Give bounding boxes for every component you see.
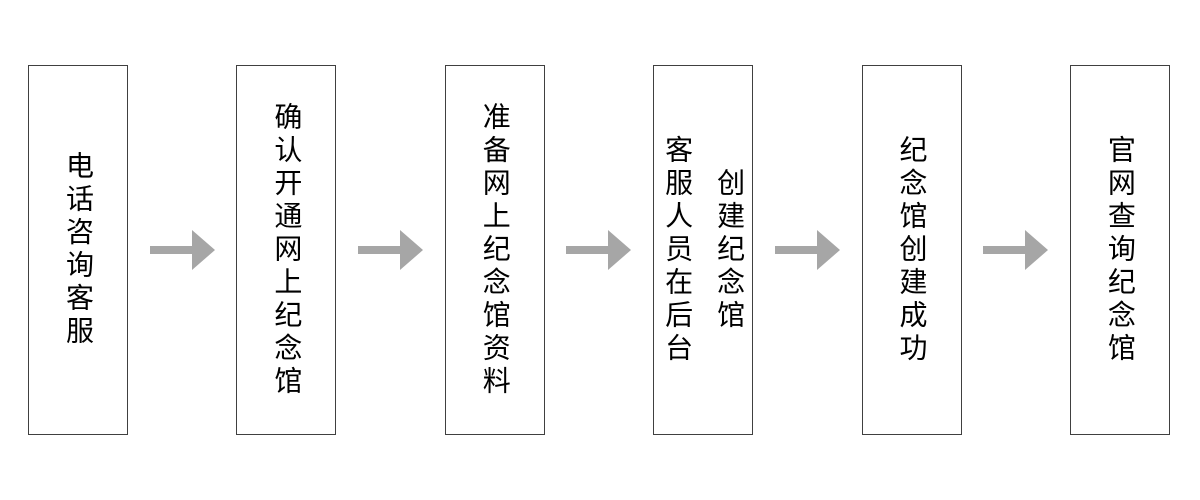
right-arrow-icon xyxy=(566,230,632,270)
node-label: 纪念馆创建成功 xyxy=(895,134,929,366)
flow-step-official-site-query: 官网查询纪念馆 xyxy=(1069,65,1170,435)
node-text-group: 纪念馆创建成功 xyxy=(895,134,929,366)
node-label: 准备网上纪念馆资料 xyxy=(478,101,512,399)
flow-step-prepare-materials: 准备网上纪念馆资料 xyxy=(444,65,545,435)
node-text-group: 客服人员在后台 创建纪念馆 xyxy=(661,134,747,366)
node-text-group: 确认开通网上纪念馆 xyxy=(270,101,304,399)
flow-step-create-success: 纪念馆创建成功 xyxy=(861,65,962,435)
node-label-line-2: 创建纪念馆 xyxy=(713,167,747,333)
node-label: 确认开通网上纪念馆 xyxy=(270,101,304,399)
node-label: 官网查询纪念馆 xyxy=(1103,134,1137,366)
node-text-group: 电话咨询客服 xyxy=(62,151,95,349)
node-label-line-1: 客服人员在后台 xyxy=(661,134,695,366)
flow-step-staff-create: 客服人员在后台 创建纪念馆 xyxy=(653,65,754,435)
node-label: 电话咨询客服 xyxy=(62,151,95,349)
node-text-group: 官网查询纪念馆 xyxy=(1103,134,1137,366)
node-text-group: 准备网上纪念馆资料 xyxy=(478,101,512,399)
right-arrow-icon xyxy=(149,230,215,270)
right-arrow-icon xyxy=(774,230,840,270)
flow-step-confirm-open: 确认开通网上纪念馆 xyxy=(236,65,337,435)
right-arrow-icon xyxy=(983,230,1049,270)
flow-step-phone-consult: 电话咨询客服 xyxy=(28,65,128,435)
right-arrow-icon xyxy=(358,230,424,270)
